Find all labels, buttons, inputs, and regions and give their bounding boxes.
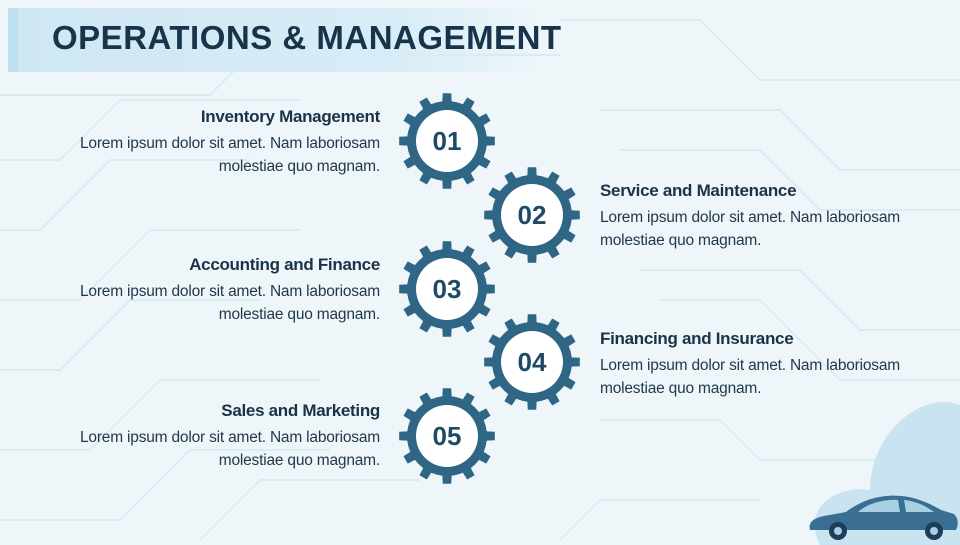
title-bar: [8, 8, 548, 72]
gear-01: 01: [397, 91, 497, 191]
gear-05: 05: [397, 386, 497, 486]
item-title: Accounting and Finance: [189, 255, 380, 274]
gear-number: 01: [432, 126, 462, 156]
gear-icon: [484, 314, 580, 410]
gear-number: 03: [432, 274, 462, 304]
item-description: Lorem ipsum dolor sit amet. Nam laborios…: [600, 209, 900, 249]
item-title: Financing and Insurance: [600, 329, 794, 348]
gear-02: 02: [482, 165, 582, 265]
item-title: Sales and Marketing: [221, 401, 380, 420]
item-description: Lorem ipsum dolor sit amet. Nam laborios…: [80, 283, 380, 323]
gear-icon: [399, 388, 495, 484]
gear-number: 05: [432, 421, 462, 451]
gear-04: 04: [482, 312, 582, 412]
item-description: Lorem ipsum dolor sit amet. Nam laborios…: [600, 357, 900, 397]
item-financing-and-insurance: Financing and Insurance Lorem ipsum dolo…: [600, 328, 900, 400]
gear-03: 03: [397, 239, 497, 339]
page-title: OPERATIONS & MANAGEMENT: [52, 19, 562, 56]
gear-number: 04: [517, 347, 547, 377]
item-title: Inventory Management: [200, 107, 380, 126]
item-description: Lorem ipsum dolor sit amet. Nam laborios…: [80, 135, 380, 175]
gear-icon: [399, 241, 495, 337]
gear-icon: [484, 167, 580, 263]
title-accent: [8, 8, 18, 72]
item-sales-and-marketing: Sales and Marketing Lorem ipsum dolor si…: [80, 400, 380, 472]
gear-number: 02: [517, 200, 547, 230]
item-service-and-maintenance: Service and Maintenance Lorem ipsum dolo…: [600, 180, 900, 252]
gear-icon: [399, 93, 495, 189]
item-description: Lorem ipsum dolor sit amet. Nam laborios…: [80, 429, 380, 469]
item-accounting-and-finance: Accounting and Finance Lorem ipsum dolor…: [80, 254, 380, 326]
sports-car-icon: [809, 495, 958, 540]
item-inventory-management: Inventory Management Lorem ipsum dolor s…: [80, 106, 380, 178]
item-title: Service and Maintenance: [600, 181, 797, 200]
